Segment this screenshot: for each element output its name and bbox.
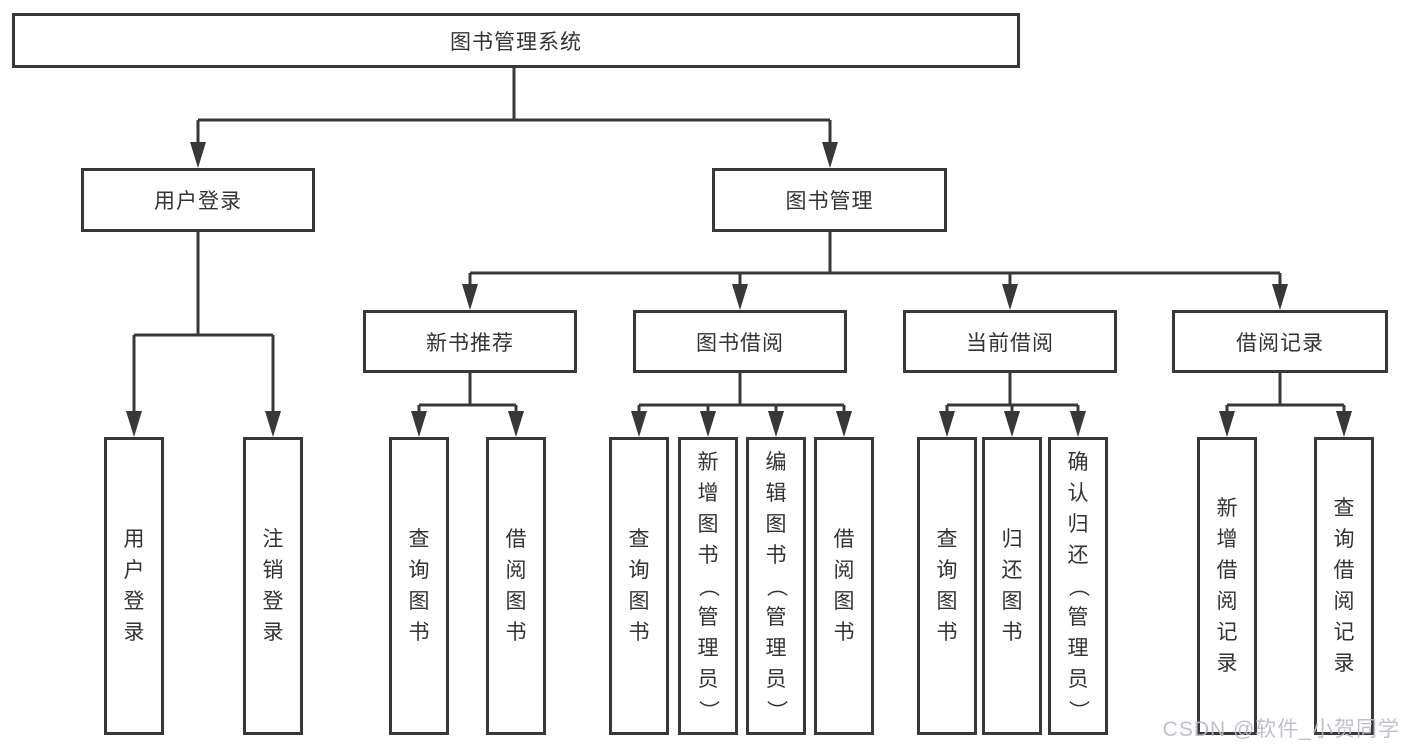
node-br-add-record: 新增借阅记录 bbox=[1197, 437, 1257, 735]
node-new-book-recommend: 新书推荐 bbox=[363, 310, 577, 373]
node-book-management: 图书管理 bbox=[712, 168, 947, 232]
node-bb-edit-book-label: 编辑图书（管理员） bbox=[764, 450, 788, 721]
node-logout-action: 注销登录 bbox=[243, 437, 303, 735]
node-logout-action-label: 注销登录 bbox=[262, 528, 284, 644]
node-nbr-borrow-book: 借阅图书 bbox=[486, 437, 546, 735]
node-cb-confirm-return-label: 确认归还（管理员） bbox=[1066, 450, 1090, 721]
node-book-management-system: 图书管理系统 bbox=[12, 13, 1020, 68]
watermark: CSDN @软件_小贺同学 bbox=[1162, 718, 1400, 741]
node-borrow-record-label: 借阅记录 bbox=[1236, 331, 1324, 355]
node-current-borrow: 当前借阅 bbox=[903, 310, 1117, 373]
node-bb-edit-book: 编辑图书（管理员） bbox=[746, 437, 806, 735]
node-nbr-borrow-book-label: 借阅图书 bbox=[505, 528, 527, 644]
node-cb-return-book-label: 归还图书 bbox=[1001, 528, 1023, 644]
node-br-query-record: 查询借阅记录 bbox=[1314, 437, 1374, 735]
node-current-borrow-label: 当前借阅 bbox=[966, 331, 1054, 355]
node-cb-query-book: 查询图书 bbox=[917, 437, 977, 735]
node-bb-borrow-book: 借阅图书 bbox=[814, 437, 874, 735]
node-user-login-label: 用户登录 bbox=[154, 190, 242, 213]
node-borrow-record: 借阅记录 bbox=[1172, 310, 1388, 373]
node-bb-query-book-label: 查询图书 bbox=[628, 528, 650, 644]
node-book-management-label: 图书管理 bbox=[785, 190, 874, 213]
node-nbr-query-book-label: 查询图书 bbox=[408, 528, 430, 644]
node-bb-add-book: 新增图书（管理员） bbox=[678, 437, 738, 735]
node-book-borrow-label: 图书借阅 bbox=[696, 331, 784, 355]
node-user-login: 用户登录 bbox=[81, 168, 315, 232]
node-book-management-system-label: 图书管理系统 bbox=[450, 30, 582, 54]
node-bb-borrow-book-label: 借阅图书 bbox=[833, 528, 855, 644]
node-bb-query-book: 查询图书 bbox=[609, 437, 669, 735]
node-cb-query-book-label: 查询图书 bbox=[936, 528, 958, 644]
node-bb-add-book-label: 新增图书（管理员） bbox=[696, 450, 720, 721]
node-cb-confirm-return: 确认归还（管理员） bbox=[1048, 437, 1108, 735]
node-user-login-action-label: 用户登录 bbox=[123, 528, 145, 644]
node-br-query-record-label: 查询借阅记录 bbox=[1333, 497, 1355, 675]
node-nbr-query-book: 查询图书 bbox=[389, 437, 449, 735]
node-user-login-action: 用户登录 bbox=[104, 437, 164, 735]
node-cb-return-book: 归还图书 bbox=[982, 437, 1042, 735]
node-new-book-recommend-label: 新书推荐 bbox=[426, 331, 514, 355]
node-br-add-record-label: 新增借阅记录 bbox=[1216, 497, 1238, 675]
node-book-borrow: 图书借阅 bbox=[633, 310, 847, 373]
